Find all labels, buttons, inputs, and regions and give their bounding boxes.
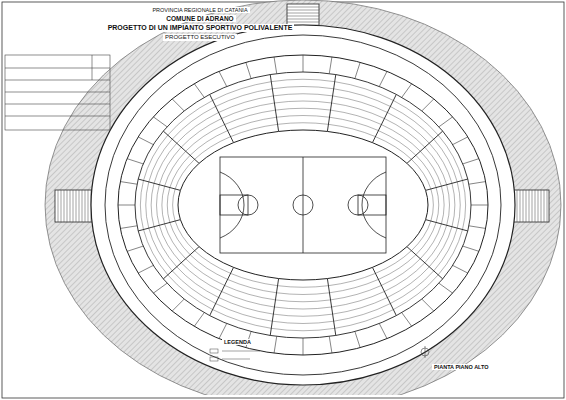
north-arrow [421, 346, 429, 358]
rooms-ring [118, 55, 488, 355]
basketball-court [220, 157, 386, 253]
legend-box [210, 349, 260, 361]
project-title: PROGETTO DI UN IMPIANTO SPORTIVO POLIVAL… [106, 24, 295, 32]
arena-floor [178, 130, 428, 280]
title-table [5, 55, 110, 130]
seating-outer [135, 72, 471, 338]
corridor-wall [105, 35, 501, 375]
outer-wall [91, 25, 515, 385]
sheet-label: PROGETTO ESECUTIVO [163, 34, 237, 41]
sheet-label: PROVINCIA REGIONALE DI CATANIA [150, 7, 249, 13]
ground-hatch [45, 0, 561, 400]
sheet-label: COMUNE DI ADRANO [164, 15, 235, 22]
seating-rows [118, 55, 488, 355]
sheet-label: LEGENDA [222, 339, 253, 345]
sheet-label: PIANTA PIANO ALTO [432, 364, 491, 370]
